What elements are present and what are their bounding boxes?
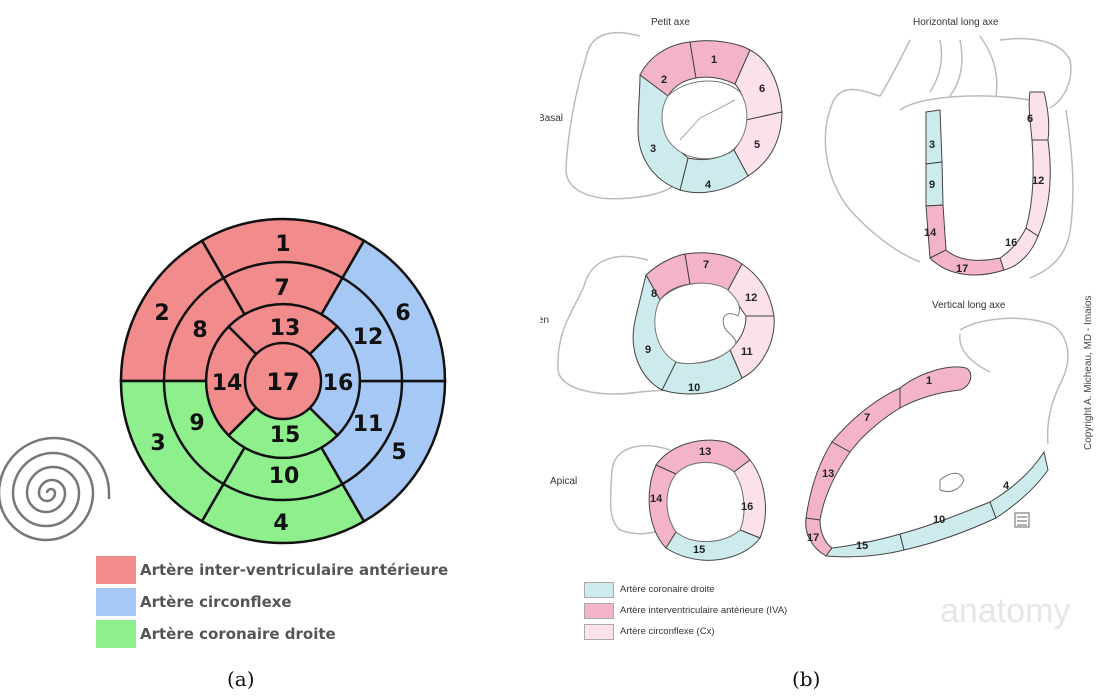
h-label-17: 17 bbox=[956, 263, 968, 275]
label-6: 6 bbox=[395, 301, 410, 326]
label-12: 12 bbox=[353, 325, 384, 350]
panel-b: Petit axe Horizontal long axe Vertical l… bbox=[540, 0, 1103, 693]
level-apical: Apical bbox=[550, 476, 577, 487]
v-seg-4 bbox=[989, 450, 1049, 519]
v-label-7: 7 bbox=[864, 412, 870, 424]
a-label-16: 16 bbox=[741, 501, 753, 513]
horizontal-long-axis bbox=[824, 35, 1074, 279]
basal-section bbox=[565, 32, 783, 200]
legend-item: Artère interventriculaire antérieure (IV… bbox=[584, 600, 787, 621]
v-label-1: 1 bbox=[926, 375, 932, 387]
v-label-15: 15 bbox=[856, 540, 868, 552]
legend-item: Artère circonflexe bbox=[96, 586, 448, 618]
anatomy-diagram: Petit axe Horizontal long axe Vertical l… bbox=[540, 17, 1074, 561]
v-label-17: 17 bbox=[807, 532, 819, 544]
label-5: 5 bbox=[391, 440, 406, 465]
label-13: 13 bbox=[270, 316, 301, 341]
apical-section bbox=[609, 439, 766, 561]
b-label-4: 4 bbox=[705, 179, 712, 191]
label-2: 2 bbox=[154, 301, 169, 326]
legend-swatch bbox=[96, 588, 136, 616]
v-seg-13 bbox=[805, 441, 851, 521]
legend-item: Artère coronaire droite bbox=[96, 618, 448, 650]
legend-label: Artère circonflexe bbox=[140, 593, 292, 611]
b-label-5: 5 bbox=[754, 139, 760, 151]
legend-a: Artère inter-ventriculaire antérieure Ar… bbox=[96, 554, 448, 650]
m-label-9: 9 bbox=[645, 344, 651, 356]
segment-17 bbox=[243, 341, 323, 421]
a-label-15: 15 bbox=[693, 544, 705, 556]
h-label-12: 12 bbox=[1032, 175, 1044, 187]
b-label-1: 1 bbox=[711, 54, 717, 66]
v-label-4: 4 bbox=[1003, 480, 1010, 492]
caption-a: (a) bbox=[227, 667, 255, 691]
label-17: 17 bbox=[266, 368, 299, 396]
legend-swatch bbox=[584, 581, 614, 598]
m-label-12: 12 bbox=[745, 292, 757, 304]
bulls-eye-diagram: 1 2 3 4 5 6 7 8 9 10 11 12 13 14 15 16 1… bbox=[0, 217, 447, 545]
caption-b: (b) bbox=[792, 667, 821, 691]
h-seg-6 bbox=[1028, 91, 1050, 141]
label-9: 9 bbox=[189, 411, 204, 436]
label-16: 16 bbox=[323, 371, 354, 396]
legend-b: Artère coronaire droite Artère intervent… bbox=[584, 579, 787, 642]
watermark: anatomy bbox=[940, 592, 1071, 630]
h-label-16: 16 bbox=[1005, 237, 1017, 249]
title-horizontal: Horizontal long axe bbox=[913, 17, 999, 28]
legend-swatch bbox=[96, 556, 136, 584]
h-label-6: 6 bbox=[1027, 113, 1033, 125]
level-moyen: Moyen bbox=[540, 315, 549, 326]
v-seg-1 bbox=[899, 366, 972, 409]
legend-item: Artère coronaire droite bbox=[584, 579, 787, 600]
h-label-9: 9 bbox=[929, 179, 935, 191]
label-7: 7 bbox=[274, 276, 289, 301]
m-label-8: 8 bbox=[651, 288, 657, 300]
m-label-11: 11 bbox=[741, 346, 753, 358]
label-4: 4 bbox=[273, 511, 288, 536]
label-15: 15 bbox=[270, 423, 301, 448]
v-label-10: 10 bbox=[933, 514, 945, 526]
legend-swatch bbox=[96, 620, 136, 648]
level-basal: Basal bbox=[540, 113, 563, 124]
spiral-icon bbox=[0, 436, 111, 542]
b-label-6: 6 bbox=[759, 83, 765, 95]
legend-swatch bbox=[584, 623, 614, 640]
h-label-14: 14 bbox=[924, 227, 937, 239]
m-label-7: 7 bbox=[703, 259, 709, 271]
label-11: 11 bbox=[353, 412, 384, 437]
mid-section bbox=[557, 252, 775, 395]
b-label-2: 2 bbox=[661, 74, 667, 86]
label-8: 8 bbox=[192, 318, 207, 343]
legend-item: Artère circonflexe (Cx) bbox=[584, 621, 787, 642]
h-seg-3 bbox=[925, 109, 943, 165]
m-label-10: 10 bbox=[688, 382, 700, 394]
v-seg-10 bbox=[899, 501, 997, 551]
legend-item: Artère inter-ventriculaire antérieure bbox=[96, 554, 448, 586]
a-label-14: 14 bbox=[650, 493, 663, 505]
vertical-long-axis bbox=[805, 317, 1069, 558]
b-label-3: 3 bbox=[650, 143, 656, 155]
title-vertical: Vertical long axe bbox=[932, 300, 1006, 311]
legend-label: Artère circonflexe (Cx) bbox=[620, 626, 715, 637]
label-10: 10 bbox=[269, 464, 300, 489]
panel-a: 1 2 3 4 5 6 7 8 9 10 11 12 13 14 15 16 1… bbox=[0, 0, 540, 693]
label-3: 3 bbox=[150, 431, 165, 456]
legend-label: Artère inter-ventriculaire antérieure bbox=[140, 561, 449, 579]
a-label-13: 13 bbox=[699, 446, 711, 458]
label-14: 14 bbox=[212, 371, 243, 396]
legend-swatch bbox=[584, 602, 614, 619]
h-seg-16 bbox=[999, 227, 1039, 271]
label-1: 1 bbox=[275, 232, 290, 257]
h-seg-12 bbox=[1025, 139, 1051, 237]
am-logo-icon bbox=[1014, 512, 1030, 528]
legend-label: Artère coronaire droite bbox=[140, 625, 336, 643]
title-petit-axe: Petit axe bbox=[651, 17, 690, 28]
copyright-text: Copyright A. Micheau, MD - Imaios bbox=[1083, 295, 1094, 451]
legend-label: Artère interventriculaire antérieure (IV… bbox=[620, 605, 788, 616]
legend-label: Artère coronaire droite bbox=[620, 584, 715, 595]
h-label-3: 3 bbox=[929, 139, 935, 151]
v-label-13: 13 bbox=[822, 468, 834, 480]
